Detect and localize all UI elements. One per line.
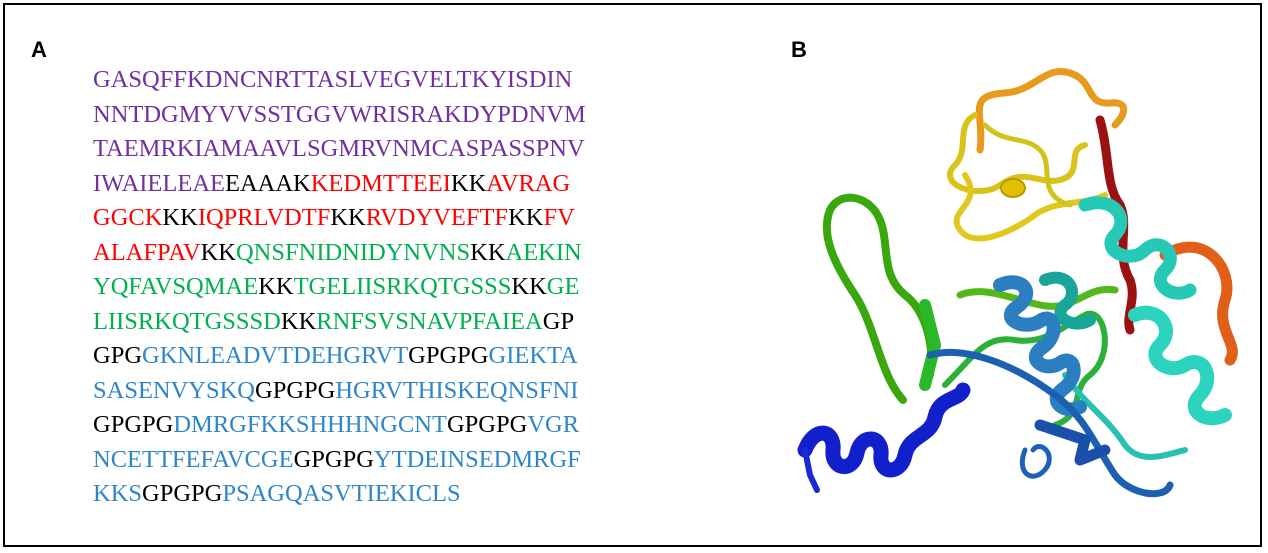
sequence-segment-green: YQFAVSQMAE (93, 273, 259, 300)
sequence-line: NNTDGMYVVSSTGGVWRISRAKDYPDNVM (93, 98, 733, 133)
sequence-segment-blue: HGRVTHISKEQNSFNI (335, 376, 579, 404)
sequence-segment-black: KK (511, 273, 547, 300)
blue-small-loop (1019, 444, 1052, 479)
sequence-segment-blue: VGR (527, 411, 580, 438)
sequence-segment-black: GPGPG (293, 445, 374, 473)
sequence-segment-black: KK (162, 204, 198, 231)
sequence-segment-blue: KKS (93, 480, 143, 507)
sequence-segment-blue: DMRGFKKSHHHNGCNT (173, 411, 447, 438)
dark-blue-tail (802, 447, 820, 493)
sequence-line: GASQFFKDNCNRTTASLVEGVELTKYISDIN (93, 63, 733, 98)
steel-blue-helix (993, 275, 1087, 417)
sequence-line: LIISRKQTGSSSDKKRNFSVSNAVPFAIEAGP (93, 305, 733, 340)
sequence-segment-purple: NNTDGMYVVSSTGGVWRISRAKDYPDNVM (93, 100, 586, 128)
sequence-segment-black: GPGPG (255, 376, 336, 404)
green-loop-left (822, 193, 936, 404)
sequence-segment-blue: SASENVYSKQ (93, 376, 256, 404)
sequence-line: GPGPGDMRGFKKSHHHNGCNTGPGPGVGR (93, 408, 733, 443)
sequence-segment-black: KK (200, 238, 236, 266)
protein-3d-structure (797, 68, 1238, 498)
sequence-segment-red: GGCK (93, 204, 163, 231)
sequence-segment-black: GPGPG (408, 342, 489, 369)
green-sheet (919, 299, 941, 391)
panel-a-label: A (31, 37, 47, 62)
green-strand (956, 285, 1119, 310)
protein-sequence: GASQFFKDNCNRTTASLVEGVELTKYISDIN NNTDGMYVV… (93, 63, 733, 512)
sequence-segment-black: GP (542, 307, 575, 335)
sequence-segment-green: AEKIN (505, 238, 582, 266)
sequence-segment-purple: IWAIELEAE (93, 169, 225, 197)
sequence-line: YQFAVSQMAEKKTGELIISRKQTGSSSKKGE (93, 270, 733, 305)
cyan-loop (1062, 372, 1188, 460)
sequence-segment-black: KK (258, 273, 294, 300)
teal-helix (1039, 271, 1096, 330)
sequence-line: GGCKKKIQPRLVDTFKKRVDYVEFTFKKFV (93, 201, 733, 236)
sequence-line: NCETTFEFAVCGEGPGPGYTDEINSEDMRGF (93, 443, 733, 478)
yellow-loop-1 (947, 112, 1088, 195)
sequence-segment-red: AVRAG (486, 169, 571, 197)
sequence-segment-green: LIISRKQTGSSSD (93, 307, 281, 335)
sequence-segment-black: GPGPG (446, 411, 528, 438)
sequence-segment-black: GPGPG (93, 411, 174, 438)
sequence-segment-blue: GIEKTA (488, 342, 578, 369)
sequence-line: IWAIELEAEEAAAKKEDMTTEEIKKAVRAG (93, 167, 733, 202)
sequence-segment-blue: YTDEINSEDMRGF (373, 445, 581, 473)
orange-top-loop (975, 68, 1128, 154)
sequence-segment-black: KK (470, 238, 506, 266)
sequence-segment-black: KK (508, 204, 544, 231)
blue-arrow-strand (1034, 419, 1111, 466)
sequence-segment-black: GPG (93, 342, 143, 369)
sequence-segment-purple: TAEMRKIAMAAVLSGMRVNMCASPASSPNV (93, 135, 585, 162)
sequence-segment-black: KK (280, 307, 317, 335)
sequence-segment-red: RVDYVEFTF (365, 204, 509, 231)
panel-b-label: B (791, 37, 807, 62)
orange-helix (1159, 241, 1238, 366)
sequence-line: TAEMRKIAMAAVLSGMRVNMCASPASSPNV (93, 132, 733, 167)
sequence-segment-black: GPGPG (142, 480, 223, 507)
sequence-segment-red: KEDMTTEEI (310, 169, 451, 197)
figure-frame: A B GASQFFKDNCNRTTASLVEGVELTKYISDIN NNTDG… (3, 3, 1262, 547)
sequence-line: KKSGPGPGPSAGQASVTIEKICLS (93, 477, 733, 512)
sequence-segment-red: ALAFPAV (93, 238, 201, 266)
sequence-line: GPGGKNLEADVTDEHGRVTGPGPGGIEKTA (93, 339, 733, 374)
sequence-segment-black: KK (330, 204, 366, 231)
sequence-segment-green: TGELIISRKQTGSSS (293, 273, 512, 300)
sequence-segment-red: IQPRLVDTF (197, 204, 331, 231)
sequence-segment-green: QNSFNIDNIDYNVNS (235, 238, 471, 266)
sequence-line: SASENVYSKQGPGPGHGRVTHISKEQNSFNI (93, 374, 733, 409)
sequence-segment-purple: GASQFFKDNCNRTTASLVEGVELTKYISDIN (93, 66, 573, 93)
sequence-segment-blue: PSAGQASVTIEKICLS (222, 480, 461, 507)
sequence-segment-red: FV (543, 204, 575, 231)
cyan-helix-1 (1078, 196, 1197, 300)
sequence-segment-blue: GKNLEADVTDEHGRVT (142, 342, 409, 369)
yellow-helix-end (1000, 178, 1026, 198)
dark-blue-helix (797, 382, 971, 478)
sequence-segment-blue: NCETTFEFAVCGE (93, 445, 294, 473)
sequence-line: ALAFPAVKKQNSFNIDNIDYNVNSKKAEKIN (93, 236, 733, 271)
cyan-helix-2 (1128, 305, 1232, 426)
blue-loop (926, 348, 1174, 498)
sequence-segment-black: EAAAK (224, 169, 311, 197)
sequence-segment-green: GE (546, 273, 580, 300)
yellow-loop-3 (982, 122, 1073, 208)
sequence-segment-black: KK (450, 169, 487, 197)
sequence-segment-green: RNFSVSNAVPFAIEA (316, 307, 543, 335)
